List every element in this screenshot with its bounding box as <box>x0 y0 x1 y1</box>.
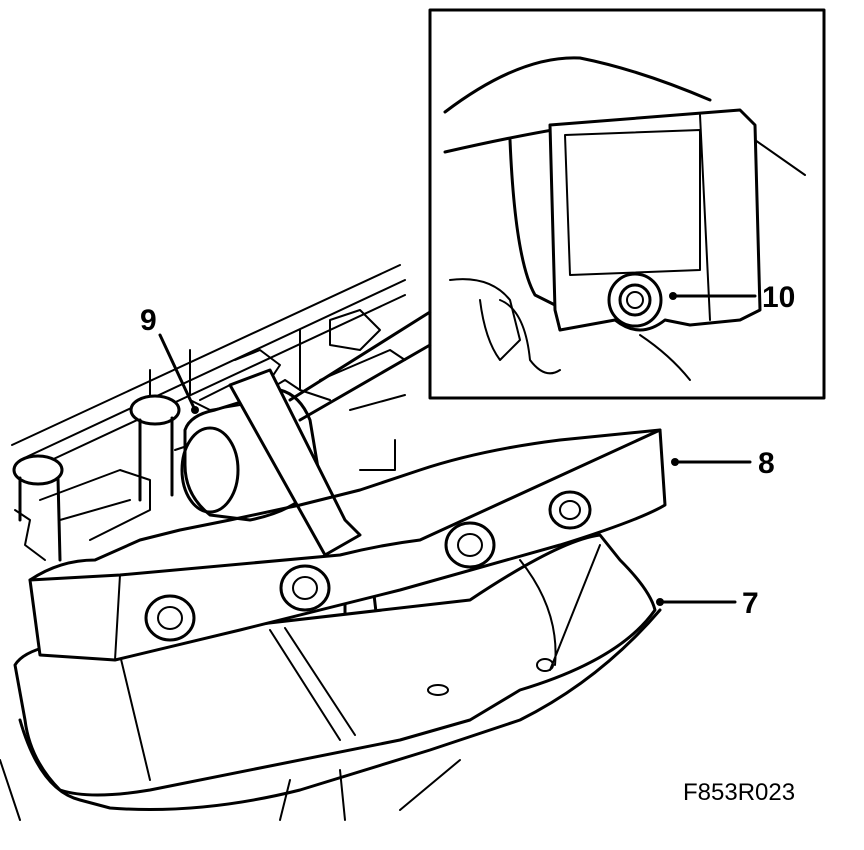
detail-inset <box>428 8 826 400</box>
lower-housing <box>0 533 662 821</box>
figure-code: F853R023 <box>683 779 795 806</box>
callout-8: 8 <box>758 447 775 480</box>
mount-post-left <box>12 454 151 562</box>
callout-leaders <box>158 292 757 606</box>
callout-7: 7 <box>742 587 759 620</box>
mount-post-right <box>129 394 191 502</box>
callout-9: 9 <box>140 304 157 337</box>
inset-leader-lines <box>288 310 432 422</box>
callout-10: 10 <box>762 281 795 314</box>
bumper-bar <box>28 428 667 662</box>
